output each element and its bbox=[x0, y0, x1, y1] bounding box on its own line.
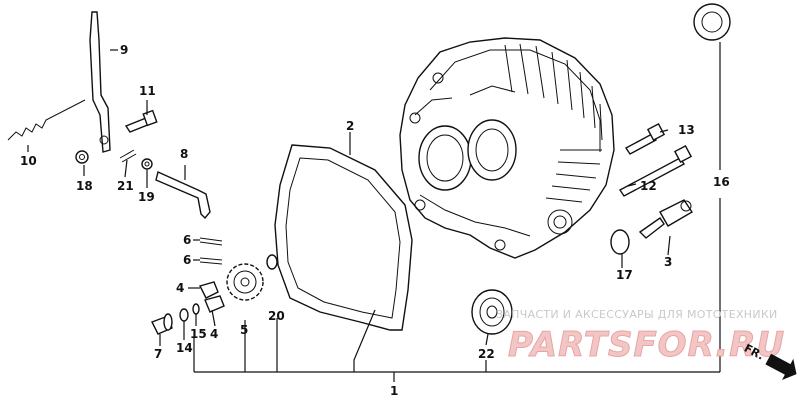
bolt-13 bbox=[624, 122, 666, 155]
callout-21: 21 bbox=[117, 179, 134, 193]
governor-spring bbox=[7, 99, 86, 141]
callout-20: 20 bbox=[268, 309, 285, 323]
weight-4 bbox=[198, 281, 225, 313]
callout-10: 10 bbox=[20, 154, 37, 168]
slider-7 bbox=[151, 313, 173, 335]
bolt-11 bbox=[124, 109, 158, 133]
callout-22: 22 bbox=[478, 347, 495, 361]
callout-6a: 6 bbox=[183, 233, 191, 247]
callout-14: 14 bbox=[176, 341, 193, 355]
callout-2: 2 bbox=[346, 119, 354, 133]
crankcase-cover bbox=[399, 37, 615, 259]
gasket bbox=[274, 144, 413, 331]
callout-5: 5 bbox=[240, 323, 248, 337]
governor-shaft-8 bbox=[155, 171, 211, 220]
oil-seal bbox=[693, 3, 731, 41]
o-ring bbox=[610, 229, 630, 255]
callout-16: 16 bbox=[713, 175, 730, 189]
callout-6b: 6 bbox=[183, 253, 191, 267]
callout-15: 15 bbox=[190, 327, 207, 341]
callout-labels: 1 2 3 4 4 5 6 6 7 8 9 10 11 12 13 14 15 … bbox=[20, 43, 730, 398]
direction-arrow-icon bbox=[765, 353, 797, 380]
watermark: ЗАПЧАСТИ И АКСЕССУАРЫ ДЛЯ МОТОТЕХНИКИ PA… bbox=[496, 308, 785, 366]
callout-7: 7 bbox=[154, 347, 162, 361]
bolt-12 bbox=[618, 144, 693, 197]
callout-4a: 4 bbox=[176, 281, 184, 295]
callout-9: 9 bbox=[120, 43, 128, 57]
governor-gear bbox=[226, 263, 264, 301]
callout-12: 12 bbox=[640, 179, 657, 193]
washer-15 bbox=[192, 303, 200, 315]
bearing bbox=[471, 289, 513, 335]
callout-18: 18 bbox=[76, 179, 93, 193]
callout-1: 1 bbox=[390, 384, 398, 398]
callout-19: 19 bbox=[138, 190, 155, 204]
oil-level-switch bbox=[638, 199, 693, 239]
callout-8: 8 bbox=[180, 147, 188, 161]
callout-3: 3 bbox=[664, 255, 672, 269]
washer-20 bbox=[266, 254, 278, 270]
washer-19 bbox=[141, 158, 153, 170]
leader-lines bbox=[27, 42, 721, 382]
washer-14 bbox=[179, 308, 189, 322]
pin-6 bbox=[199, 237, 223, 265]
callout-4b: 4 bbox=[210, 327, 218, 341]
pin-21 bbox=[119, 149, 137, 163]
watermark-brand: PARTSFOR.RU bbox=[508, 325, 785, 365]
callout-13: 13 bbox=[678, 123, 695, 137]
callout-11: 11 bbox=[139, 84, 156, 98]
governor-arm bbox=[89, 11, 111, 153]
nut-18 bbox=[75, 150, 89, 164]
callout-17: 17 bbox=[616, 268, 633, 282]
watermark-tagline: ЗАПЧАСТИ И АКСЕССУАРЫ ДЛЯ МОТОТЕХНИКИ bbox=[496, 308, 778, 321]
